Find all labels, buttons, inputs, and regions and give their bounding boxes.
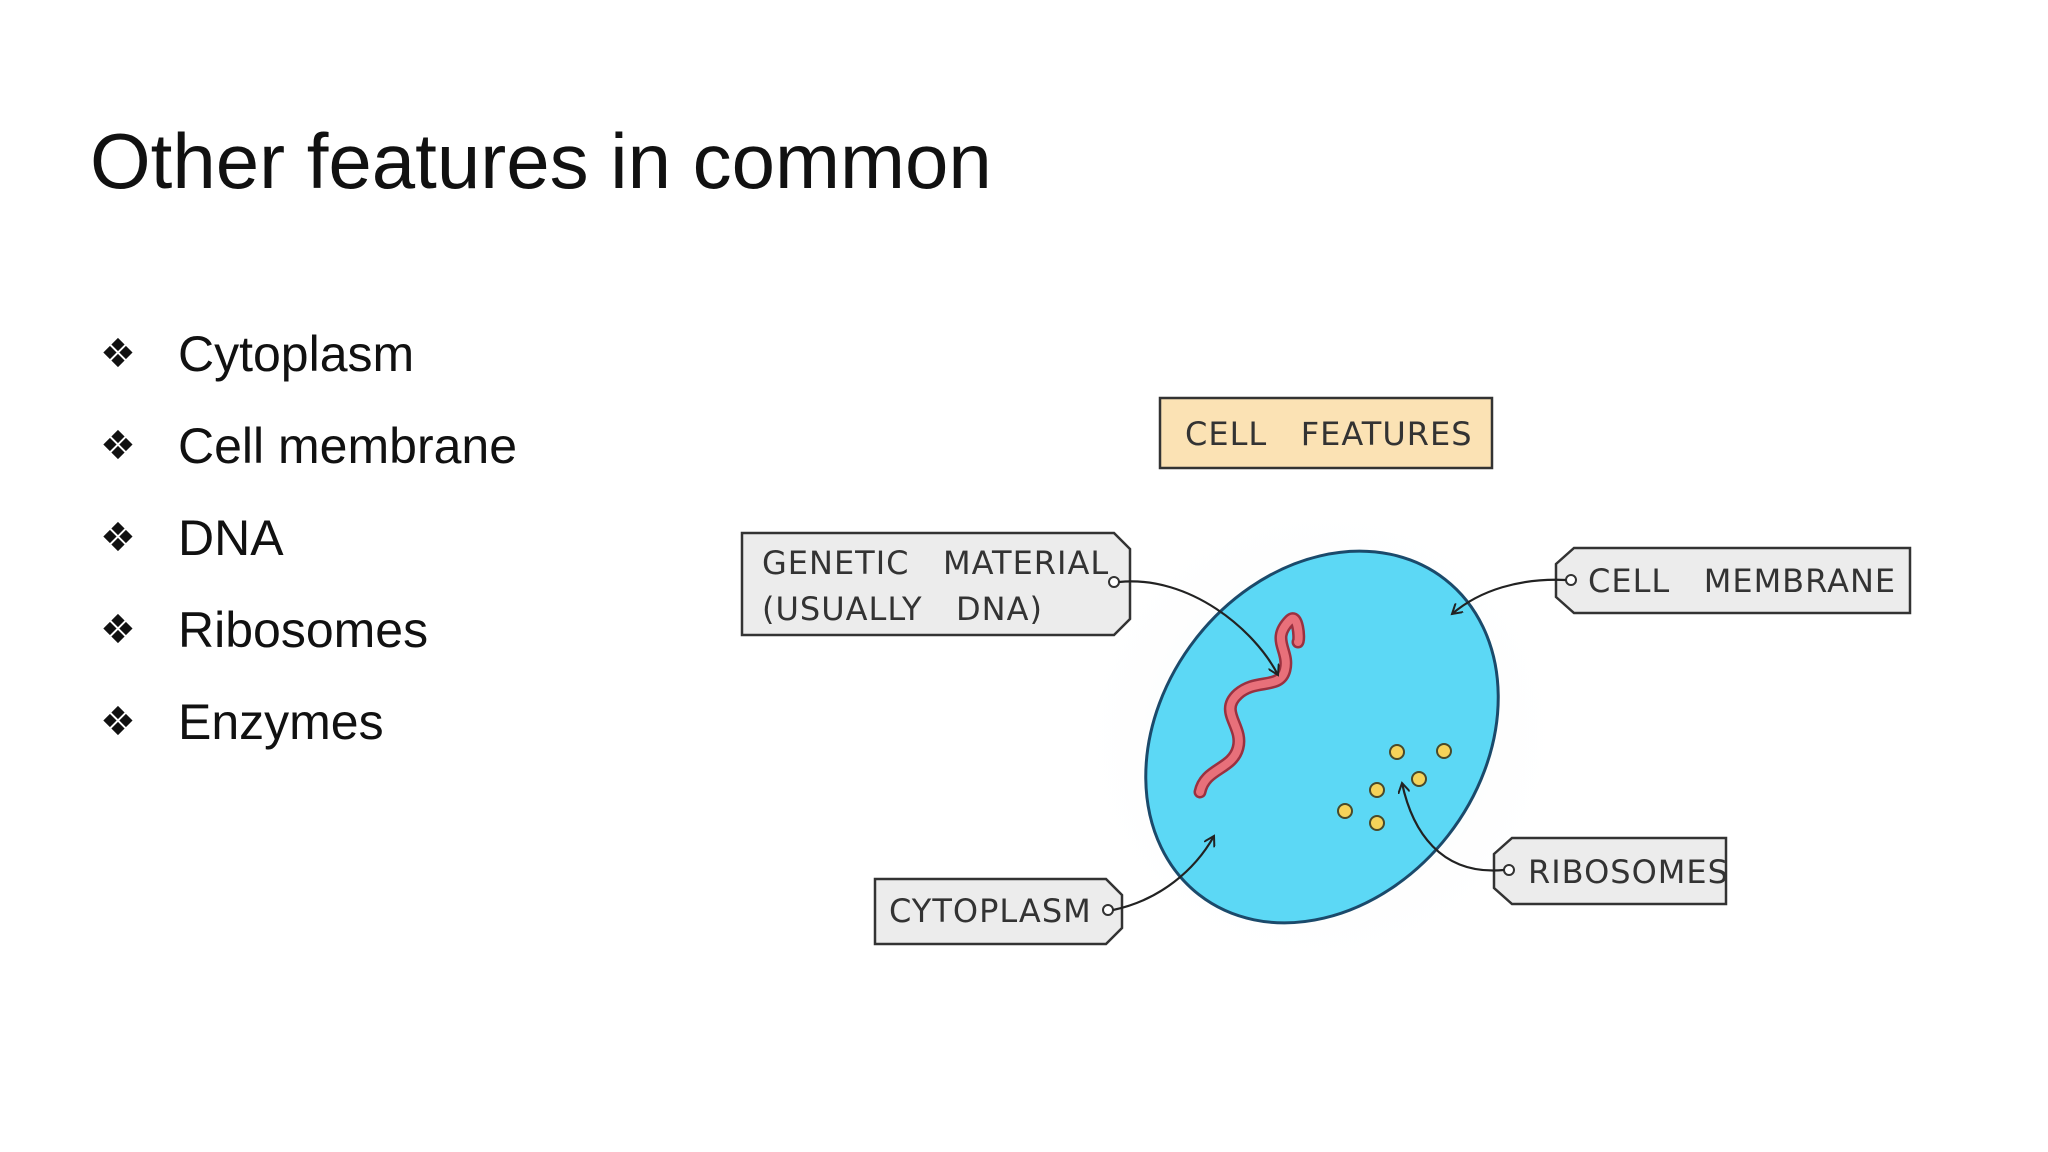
ribosome <box>1369 815 1385 831</box>
diamond-bullet-icon: ❖ <box>100 331 136 377</box>
label-text: CYTOPLASM <box>889 892 1092 930</box>
cell-membrane-outline <box>1144 549 1500 925</box>
list-item-text: Cytoplasm <box>178 326 415 382</box>
label-text: GENETIC MATERIAL <box>762 544 1109 582</box>
ribosome <box>1337 803 1353 819</box>
diamond-bullet-icon: ❖ <box>100 423 136 469</box>
label-cytoplasm: CYTOPLASM <box>873 836 1214 946</box>
label-genetic-material: GENETIC MATERIAL (USUALLY DNA) <box>740 531 1278 675</box>
list-item: ❖ DNA <box>100 492 517 584</box>
pointer-arrow <box>1452 578 1567 614</box>
diamond-bullet-icon: ❖ <box>100 515 136 561</box>
label-ribosomes: RIBOSOMES <box>1402 783 1729 906</box>
pointer-arrow <box>1112 836 1214 912</box>
list-item: ❖ Cytoplasm <box>100 308 517 400</box>
label-box <box>740 531 1132 637</box>
ribosome <box>1436 743 1452 759</box>
list-item-text: Cell membrane <box>178 418 518 474</box>
heading-text: CELL FEATURES <box>1185 415 1473 453</box>
ribosome <box>1389 744 1405 760</box>
label-box <box>873 877 1124 946</box>
label-pin <box>1565 574 1577 586</box>
label-text: RIBOSOMES <box>1528 853 1729 891</box>
label-pin <box>1102 904 1114 916</box>
label-box <box>1554 546 1912 615</box>
dna-strand-fill <box>1196 614 1303 796</box>
diamond-bullet-icon: ❖ <box>100 607 136 653</box>
diagram-heading: CELL FEATURES <box>1158 396 1494 470</box>
label-pin <box>1108 576 1120 588</box>
pointer-arrow <box>1118 580 1278 675</box>
list-item: ❖ Cell membrane <box>100 400 517 492</box>
feature-list: ❖ Cytoplasm ❖ Cell membrane ❖ DNA ❖ Ribo… <box>100 308 517 768</box>
ribosome-cluster <box>1337 743 1452 831</box>
pointer-arrow <box>1402 783 1505 872</box>
list-item-text: DNA <box>178 510 284 566</box>
label-pin <box>1503 864 1515 876</box>
ribosome <box>1411 771 1427 787</box>
list-item-text: Ribosomes <box>178 602 429 658</box>
label-text: CELL MEMBRANE <box>1588 562 1896 600</box>
list-item: ❖ Enzymes <box>100 676 517 768</box>
ribosome <box>1369 782 1385 798</box>
list-item: ❖ Ribosomes <box>100 584 517 676</box>
heading-box <box>1158 396 1494 470</box>
slide-title: Other features in common <box>90 117 992 205</box>
label-box <box>1492 836 1728 906</box>
diamond-bullet-icon: ❖ <box>100 699 136 745</box>
label-cell-membrane: CELL MEMBRANE <box>1452 546 1912 615</box>
cell-body <box>1144 549 1500 925</box>
label-text: (USUALLY DNA) <box>762 590 1043 628</box>
list-item-text: Enzymes <box>178 694 384 750</box>
